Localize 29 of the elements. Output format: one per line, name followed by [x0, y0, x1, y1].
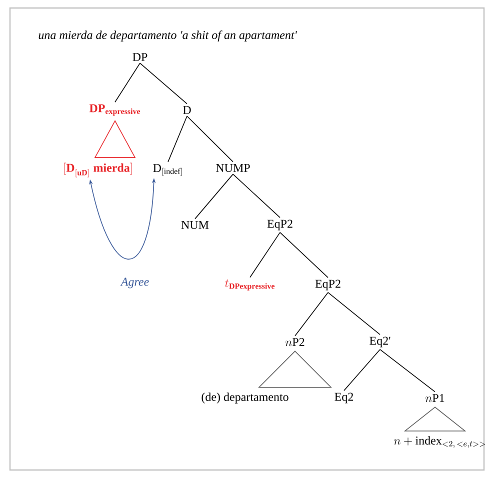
tree-branch [186, 116, 234, 162]
tree-label: D [183, 106, 191, 114]
title: una mierda de departamento 'a shit of an apartament' [38, 30, 298, 42]
tree-label: $t_{\mathbf{DPexpressive}}$ [225, 279, 275, 290]
tree-label: $\mathbf{DP}_{\mathbf{expressive}}$ [89, 104, 140, 116]
tree-label: $\mathrm{D}_{\mathrm{[indef]}}$ [153, 164, 182, 176]
tree-label: Eq2 [334, 392, 353, 404]
tree-label: DP [132, 53, 148, 61]
tree-branch [294, 292, 328, 336]
tree-label: NUMP [216, 164, 250, 172]
tree-branch [140, 62, 188, 104]
tree-branch [168, 116, 188, 162]
tree-branch [344, 349, 380, 391]
tree-branch [114, 62, 140, 103]
tree-branch [280, 232, 328, 278]
tree-label: $n\mathrm{P1}$ [426, 394, 444, 402]
tree-branch [250, 232, 280, 278]
tree-branch [380, 349, 436, 392]
tree-label: NUM [181, 221, 209, 229]
tree-label: $\mathbf{[D}_{\mathbf{[uD]}}\ \mathbf{mierda]}$ [64, 162, 132, 178]
tree-label: (de) departamento [202, 392, 288, 404]
tree-label: $n + \mathrm{index}_{<2,\, <e,t>>}$ [394, 436, 486, 448]
tree-label: EqP2 [315, 280, 340, 290]
tree-label: $n\mathrm{P2}$ [286, 338, 304, 346]
tree-branch [232, 174, 280, 218]
tree-label: EqP2 [267, 220, 292, 230]
tree-branch [194, 174, 234, 220]
tree-label: Eq2' [370, 336, 390, 348]
tree-branch [328, 292, 380, 335]
